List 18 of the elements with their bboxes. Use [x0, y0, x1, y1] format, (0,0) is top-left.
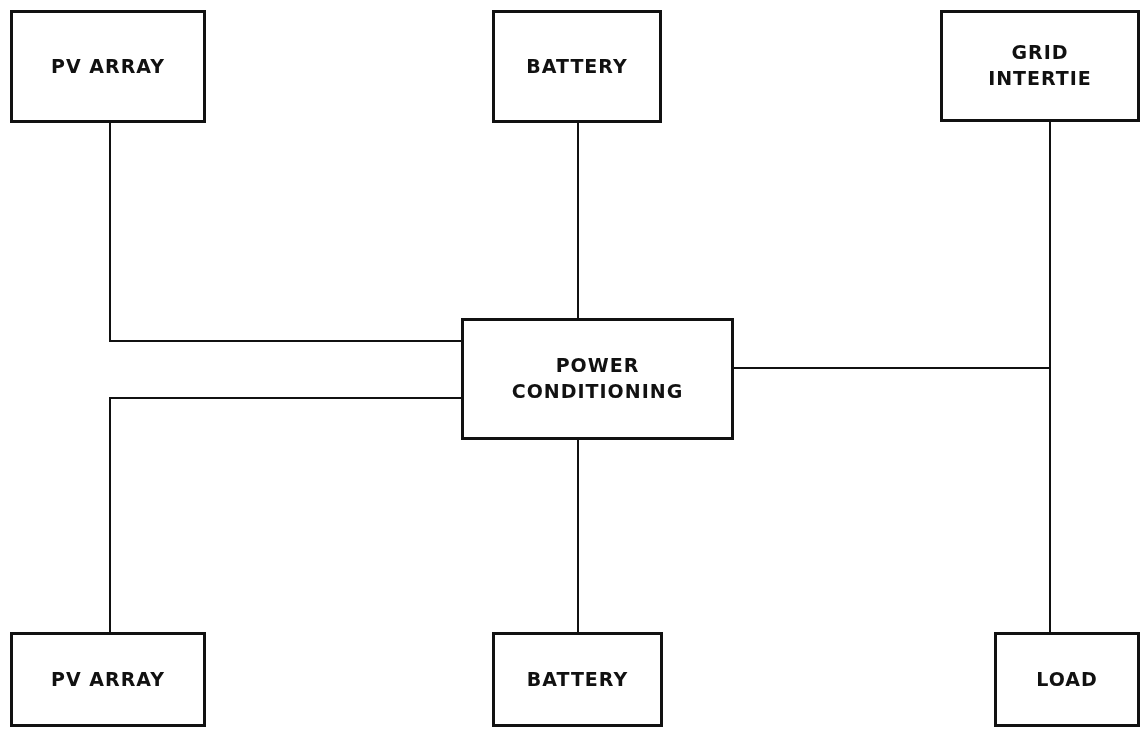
- connector-line: [577, 122, 579, 319]
- box-label: PV ARRAY: [51, 53, 165, 79]
- box-label: GRID INTERTIE: [987, 40, 1093, 91]
- component-box: [461, 318, 734, 440]
- component-box: [10, 632, 206, 727]
- box-label: POWER CONDITIONING: [510, 353, 685, 404]
- box-label: BATTERY: [526, 53, 628, 79]
- component-box: [492, 10, 662, 123]
- box-label: PV ARRAY: [51, 666, 165, 692]
- connector-line: [109, 122, 462, 342]
- component-box: [10, 10, 206, 123]
- connector-line: [109, 397, 462, 633]
- connector-line: [577, 439, 579, 633]
- component-box: [994, 632, 1140, 727]
- component-box: [492, 632, 663, 727]
- box-label: LOAD: [1036, 666, 1098, 692]
- box-label: BATTERY: [526, 666, 629, 692]
- component-box: [940, 10, 1140, 122]
